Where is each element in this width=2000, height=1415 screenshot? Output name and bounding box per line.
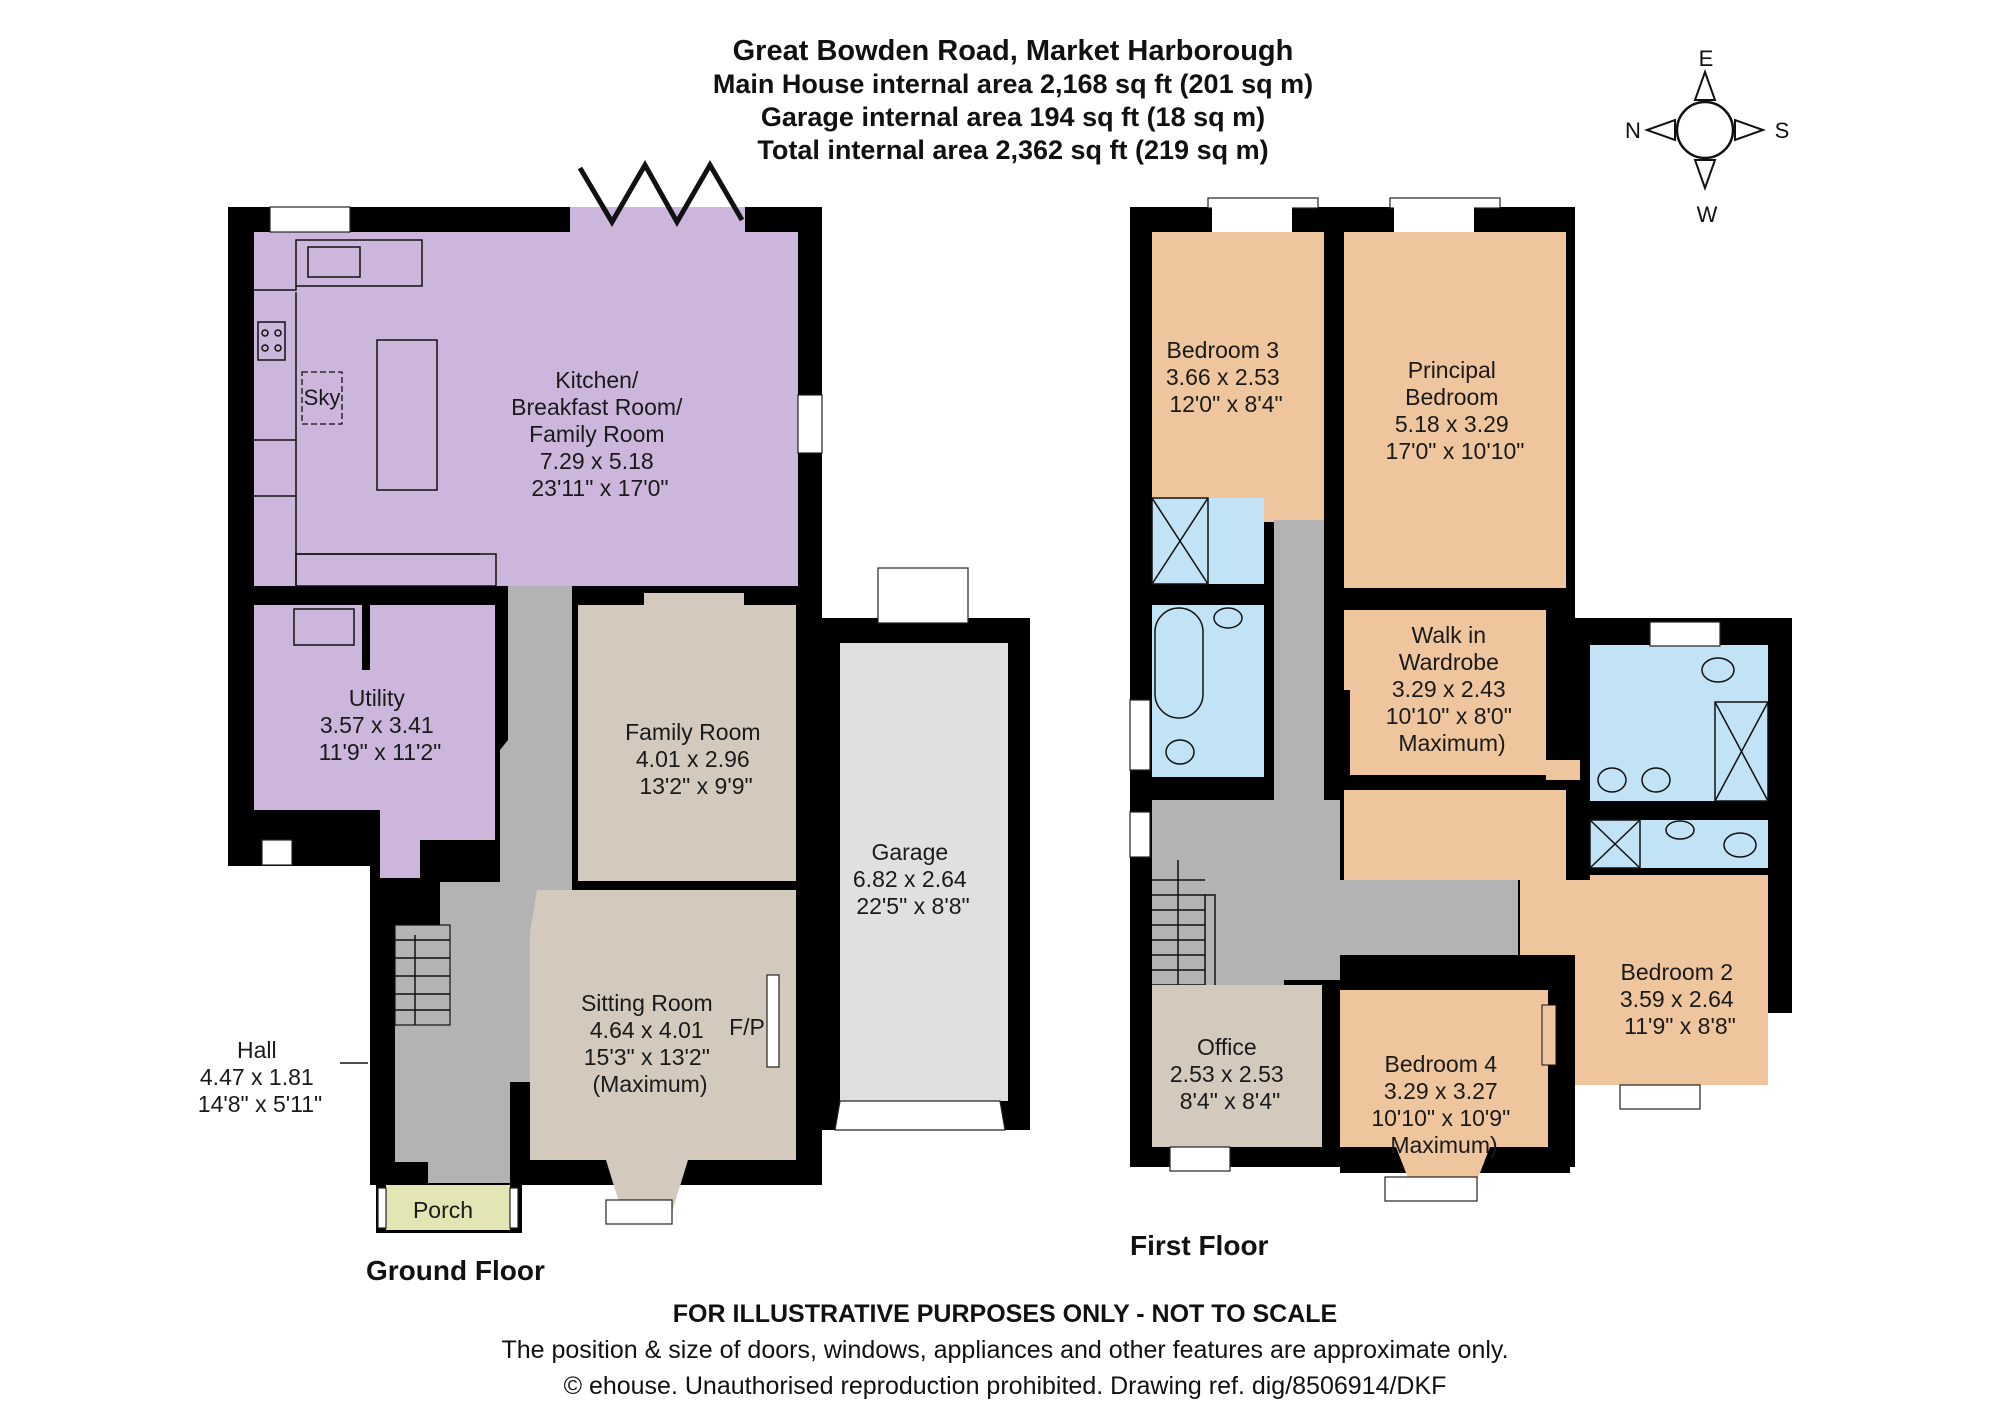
porch-label: Porch bbox=[413, 1197, 473, 1223]
room-landing bbox=[1152, 520, 1518, 1018]
sky-box-icon bbox=[301, 371, 343, 425]
room-shower-room bbox=[1590, 820, 1768, 868]
room-office bbox=[1152, 985, 1322, 1147]
first-floor-plan: Bedroom 3 3.66 x 2.53 12'0" x 8'4" Princ… bbox=[1129, 197, 1792, 1202]
ensuite-shower-icon bbox=[1714, 701, 1769, 802]
toilet-icon bbox=[1165, 739, 1195, 765]
utility-label: Utility 3.57 x 3.41 11'9" x 11'2" bbox=[319, 685, 442, 765]
compass-w-label: W bbox=[1697, 202, 1718, 227]
ground-floor-label: Ground Floor bbox=[366, 1255, 545, 1286]
room-principal-bedroom bbox=[1344, 232, 1566, 588]
office-label: Office 2.53 x 2.53 8'4" x 8'4" bbox=[1170, 1034, 1290, 1114]
principal-bedroom-label: Principal Bedroom 5.18 x 3.29 17'0" x 10… bbox=[1386, 357, 1525, 464]
approximation-note: The position & size of doors, windows, a… bbox=[501, 1336, 1509, 1364]
room-bedroom-2 bbox=[1520, 875, 1768, 1085]
kitchen-island bbox=[376, 339, 438, 491]
bifold-door-icon bbox=[577, 159, 745, 228]
main-house-area: Main House internal area 2,168 sq ft (20… bbox=[712, 69, 1314, 99]
chimney-breast-icon bbox=[1541, 1004, 1557, 1066]
sitting-room-label: Sitting Room 4.64 x 4.01 15'3" x 13'2" (… bbox=[581, 990, 719, 1097]
room-bedroom-4 bbox=[1340, 990, 1548, 1178]
copyright: © ehouse. Unauthorised reproduction proh… bbox=[563, 1372, 1447, 1400]
ground-floor-plan: Sky Kitchen/ Breakfast Room/ Family Room… bbox=[198, 159, 1030, 1233]
total-area: Total internal area 2,362 sq ft (219 sq … bbox=[757, 135, 1269, 165]
room-bedroom-3 bbox=[1152, 232, 1324, 482]
kitchen-label: Kitchen/ Breakfast Room/ Family Room 7.2… bbox=[511, 367, 689, 501]
hob-icon bbox=[257, 321, 286, 361]
room-bathroom bbox=[1152, 605, 1264, 777]
utility-sink-icon bbox=[293, 608, 355, 646]
fireplace-label: F/P bbox=[729, 1014, 765, 1040]
room-hall bbox=[395, 586, 572, 1185]
header: Great Bowden Road, Market Harborough Mai… bbox=[0, 34, 2000, 167]
sky-label: Sky bbox=[304, 385, 341, 410]
bedroom-2-label: Bedroom 2 3.59 x 2.64 11'9" x 8'8" bbox=[1620, 959, 1740, 1039]
compass-e-label: E bbox=[1699, 46, 1714, 71]
bedroom-4-label: Bedroom 4 3.29 x 3.27 10'10" x 10'9" Max… bbox=[1371, 1051, 1516, 1158]
room-walk-in-wardrobe bbox=[1344, 610, 1580, 780]
disclaimer: FOR ILLUSTRATIVE PURPOSES ONLY - NOT TO … bbox=[672, 1300, 1338, 1328]
family-room-label: Family Room 4.01 x 2.96 13'2" x 9'9" bbox=[625, 719, 767, 799]
bath-icon bbox=[1154, 607, 1204, 719]
room-kitchen bbox=[254, 232, 798, 586]
room-garage bbox=[840, 643, 1008, 1101]
room-family bbox=[578, 605, 796, 881]
staircase-icon bbox=[394, 924, 451, 1026]
basin-icon bbox=[1213, 607, 1243, 629]
room-porch bbox=[386, 1185, 510, 1230]
room-utility bbox=[254, 605, 495, 878]
bedroom-3-label: Bedroom 3 3.66 x 2.53 12'0" x 8'4" bbox=[1166, 337, 1286, 417]
footer: FOR ILLUSTRATIVE PURPOSES ONLY - NOT TO … bbox=[0, 1296, 2000, 1404]
compass-n-label: N bbox=[1625, 118, 1641, 143]
walk-in-wardrobe-label: Walk in Wardrobe 3.29 x 2.43 10'10" x 8'… bbox=[1386, 622, 1519, 756]
garage-front-door bbox=[834, 1100, 1006, 1131]
compass-s-label: S bbox=[1775, 118, 1790, 143]
sink-icon bbox=[307, 246, 361, 278]
garage-area: Garage internal area 194 sq ft (18 sq m) bbox=[760, 102, 1266, 132]
room-ensuite-bathroom bbox=[1590, 645, 1768, 801]
garage-label: Garage 6.82 x 2.64 22'5" x 8'8" bbox=[853, 839, 973, 919]
hall-label: Hall 4.47 x 1.81 14'8" x 5'11" bbox=[198, 1037, 322, 1117]
first-floor-label: First Floor bbox=[1130, 1230, 1269, 1261]
room-sitting bbox=[530, 890, 796, 1212]
shower-icon bbox=[1151, 497, 1209, 585]
compass-icon: E N S W bbox=[1625, 46, 1789, 227]
garage-rear-door bbox=[877, 567, 969, 624]
property-title: Great Bowden Road, Market Harborough bbox=[732, 35, 1294, 67]
